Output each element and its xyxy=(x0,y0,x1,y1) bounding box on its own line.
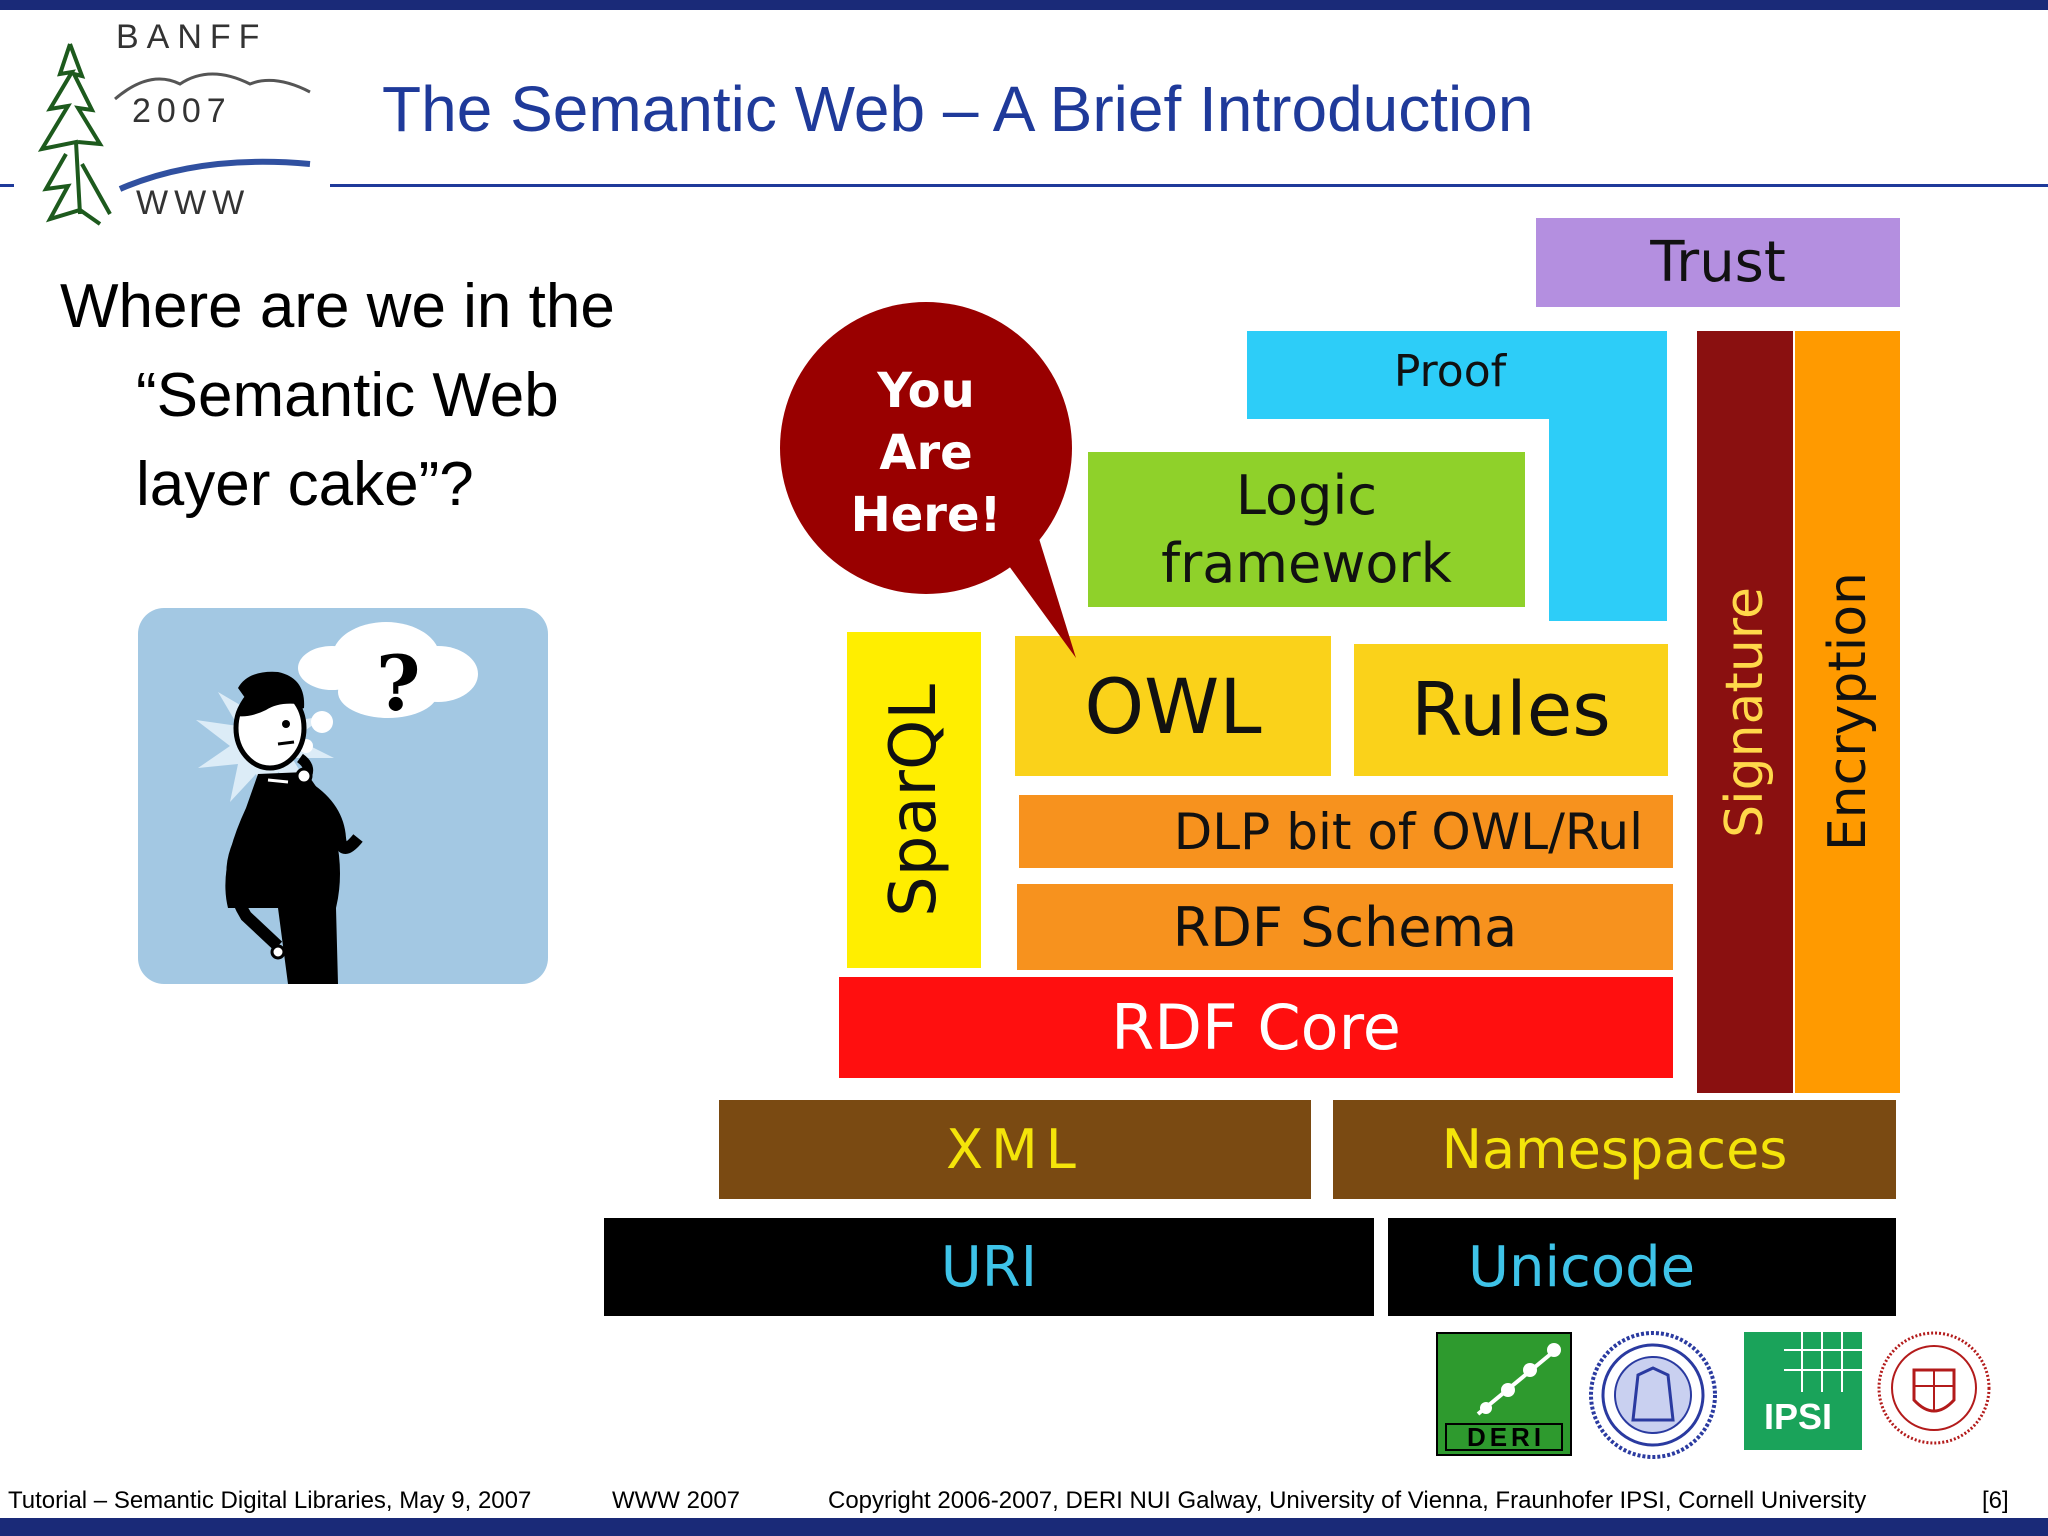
layer-dlp-label: DLP bit of OWL/Rul xyxy=(1173,802,1643,861)
ipsi-logo-text: IPSI xyxy=(1764,1396,1833,1437)
ipsi-grid-icon xyxy=(1784,1332,1862,1392)
top-border-bar xyxy=(0,0,2048,10)
title-divider-left xyxy=(0,184,14,187)
footer-tutorial: Tutorial – Semantic Digital Libraries, M… xyxy=(8,1487,532,1514)
layer-owl: OWL xyxy=(1015,636,1331,776)
layer-signature-label: Signature xyxy=(1715,586,1775,838)
deri-dots-icon xyxy=(1445,1343,1563,1451)
layer-signature: Signature xyxy=(1697,331,1793,1093)
layer-rules-label: Rules xyxy=(1411,667,1611,753)
layer-rdf-schema-label: RDF Schema xyxy=(1172,895,1518,959)
logo-year-text: 2007 xyxy=(132,92,232,130)
layer-proof-side xyxy=(1549,331,1667,621)
fraunhofer-ipsi-logo: IPSI xyxy=(1744,1332,1862,1450)
layer-encryption: Encryption xyxy=(1795,331,1900,1093)
layer-trust: Trust xyxy=(1536,218,1900,307)
vienna-seal-icon xyxy=(1589,1331,1717,1459)
layer-rules: Rules xyxy=(1354,644,1668,776)
layer-dlp: DLP bit of OWL/Rul xyxy=(1019,795,1673,868)
layer-sparql-label: SparQL xyxy=(877,683,951,917)
cornell-seal xyxy=(1876,1330,1992,1446)
banff-2007-logo: BANFF 2007 WWW xyxy=(20,14,330,244)
footer-copyright: Copyright 2006-2007, DERI NUI Galway, Un… xyxy=(828,1487,1867,1514)
callout-line-3: Here! xyxy=(850,487,1002,543)
layer-rdf-core-label: RDF Core xyxy=(1111,991,1401,1064)
question-line-3: layer cake”? xyxy=(136,450,474,519)
university-vienna-seal xyxy=(1588,1330,1718,1460)
thinking-person-clipart: ? xyxy=(138,608,548,984)
cornell-seal-icon xyxy=(1877,1331,1991,1445)
layer-proof: Proof xyxy=(1330,340,1570,402)
logo-banff-text: BANFF xyxy=(116,18,268,56)
callout-line-2: Are xyxy=(879,425,973,481)
layer-namespaces: Namespaces xyxy=(1333,1100,1896,1199)
you-are-here-callout: You Are Here! xyxy=(780,300,1080,660)
footer-conference: WWW 2007 xyxy=(612,1487,741,1514)
layer-xml: XML xyxy=(719,1100,1311,1199)
callout-text: You Are Here! xyxy=(780,360,1072,546)
speech-bubble-icon xyxy=(780,302,1076,658)
callout-line-1: You xyxy=(877,363,975,419)
question-line-2: “Semantic Web xyxy=(136,361,559,430)
deri-logo-text: DERI xyxy=(1466,1422,1546,1452)
layer-encryption-label: Encryption xyxy=(1817,572,1878,852)
banff-trees-icon xyxy=(37,43,311,226)
layer-uri-label: URI xyxy=(940,1234,1038,1300)
layer-unicode: Unicode xyxy=(1388,1218,1896,1316)
layer-trust-label: Trust xyxy=(1650,230,1786,295)
layer-logic-framework: Logic framework xyxy=(1088,452,1525,607)
slide-title: The Semantic Web – A Brief Introduction xyxy=(382,73,1534,145)
footer: Tutorial – Semantic Digital Libraries, M… xyxy=(8,1487,2038,1517)
layer-proof-label: Proof xyxy=(1393,345,1507,397)
layer-owl-label: OWL xyxy=(1084,661,1262,751)
layer-uri: URI xyxy=(604,1218,1374,1316)
layer-logic-label-2: framework xyxy=(1161,531,1452,595)
deri-logo: DERI xyxy=(1436,1332,1572,1456)
layer-sparql: SparQL xyxy=(847,632,981,968)
logo-www-text: WWW xyxy=(136,184,251,222)
footer-page-number: [6] xyxy=(1982,1487,2009,1514)
bottom-border-bar xyxy=(0,1518,2048,1536)
svg-text:?: ? xyxy=(376,639,421,728)
layer-namespaces-label: Namespaces xyxy=(1441,1118,1788,1181)
title-divider xyxy=(330,184,2048,187)
layer-rdf-schema: RDF Schema xyxy=(1017,884,1673,970)
question-line-1: Where are we in the xyxy=(60,272,615,341)
layer-xml-label: XML xyxy=(946,1118,1084,1181)
layer-logic-label-1: Logic xyxy=(1235,463,1378,527)
layer-rdf-core: RDF Core xyxy=(839,977,1673,1078)
layer-unicode-label: Unicode xyxy=(1468,1234,1696,1300)
question-text: Where are we in the “Semantic Web layer … xyxy=(60,262,700,529)
thinking-person-icon: ? xyxy=(196,622,478,984)
